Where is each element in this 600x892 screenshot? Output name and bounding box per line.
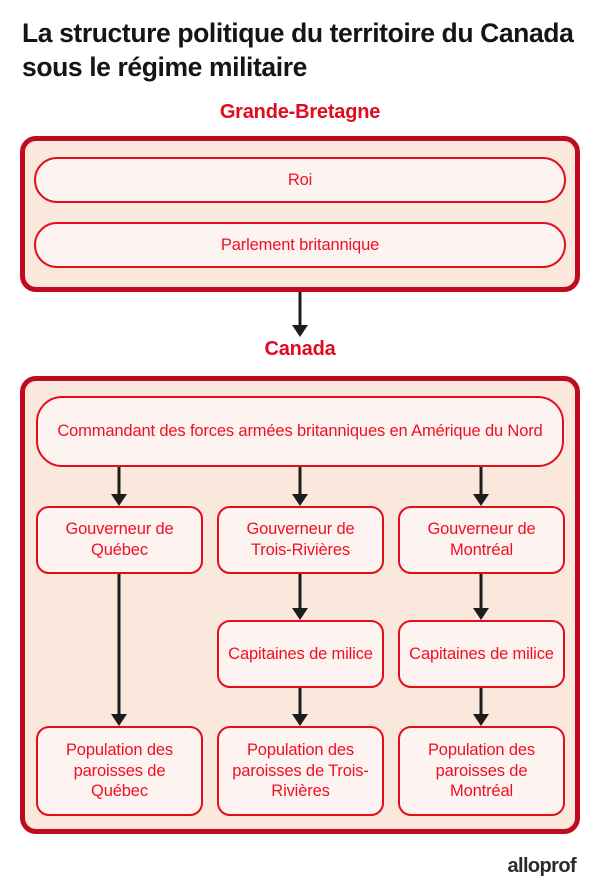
arrow-head (292, 325, 308, 337)
arrow-shaft (117, 574, 121, 714)
arrow-head (292, 494, 308, 506)
node-capitaines-de-milice-montreal[interactable]: Capitaines de milice (398, 620, 565, 688)
arrow-shaft (479, 688, 483, 714)
node-population-paroisses-quebec[interactable]: Population des paroisses de Québec (36, 726, 203, 816)
arrow-shaft (298, 467, 302, 494)
arrow-head (473, 608, 489, 620)
alloprof-logo: alloprof (507, 855, 576, 877)
arrow-shaft (298, 574, 302, 608)
section-caption-grande-bretagne: Grande-Bretagne (219, 101, 381, 123)
arrow-shaft (298, 292, 302, 325)
node-population-paroisses-montreal[interactable]: Population des paroisses de Montréal (398, 726, 565, 816)
node-population-paroisses-trois-rivieres[interactable]: Population des paroisses de Trois-Rivièr… (217, 726, 384, 816)
arrow-shaft (117, 467, 121, 494)
arrow-head (111, 714, 127, 726)
arrow-head (292, 714, 308, 726)
node-parlement-britannique[interactable]: Parlement britannique (34, 222, 566, 268)
node-gouverneur-montreal[interactable]: Gouverneur de Montréal (398, 506, 565, 574)
node-capitaines-de-milice-trois-rivieres[interactable]: Capitaines de milice (217, 620, 384, 688)
node-commandant[interactable]: Commandant des forces armées britannique… (36, 396, 564, 467)
arrow-head (292, 608, 308, 620)
arrow-head (473, 494, 489, 506)
arrow-shaft (479, 574, 483, 608)
arrow-shaft (479, 467, 483, 494)
node-gouverneur-quebec[interactable]: Gouverneur de Québec (36, 506, 203, 574)
arrow-head (473, 714, 489, 726)
arrow-head (111, 494, 127, 506)
section-caption-canada: Canada (264, 338, 336, 360)
page-title: La structure politique du territoire du … (22, 18, 574, 83)
node-gouverneur-trois-rivieres[interactable]: Gouverneur de Trois-Rivières (217, 506, 384, 574)
node-roi[interactable]: Roi (34, 157, 566, 203)
arrow-shaft (298, 688, 302, 714)
